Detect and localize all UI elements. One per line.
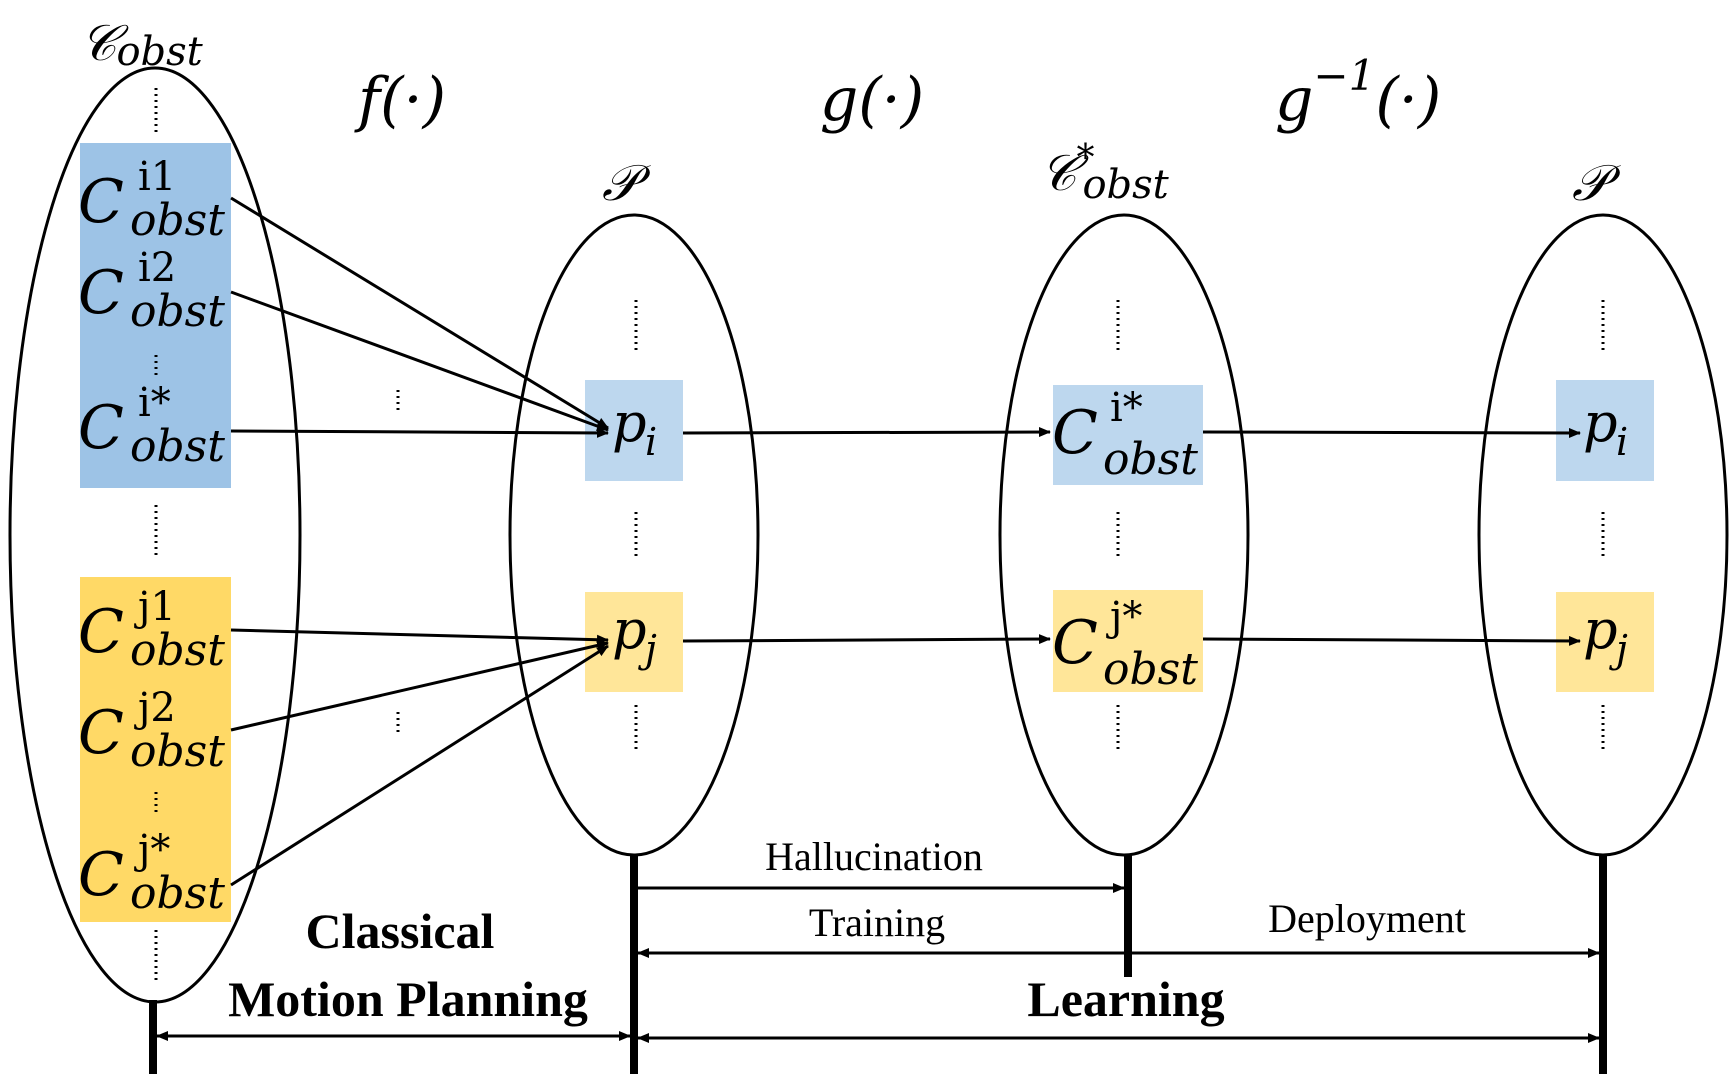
box-c-obst-j-star xyxy=(1053,590,1203,692)
blue-group-box-c-obst-i xyxy=(80,143,231,488)
arrow-p-i-to-c-star-i xyxy=(682,427,1051,438)
yellow-group-box-c-obst-j xyxy=(80,577,231,922)
function-g-inverse-label: g−1(·) xyxy=(1275,51,1441,135)
svg-text:i*: i* xyxy=(138,380,171,426)
label-training: Training xyxy=(809,900,945,945)
vertical-stems xyxy=(149,854,1607,1074)
svg-text:i1: i1 xyxy=(138,154,176,200)
c-obst-star-i: C i* obst xyxy=(1052,385,1198,485)
p-i-set1: p i xyxy=(612,391,657,464)
label-hallucination: Hallucination xyxy=(765,834,983,879)
c-obst-star-j: C j* obst xyxy=(1052,594,1198,695)
svg-text:i2: i2 xyxy=(138,245,176,291)
arrow-c-i1-to-p-i xyxy=(230,196,609,430)
c-obst-i1: C i1 obst xyxy=(78,154,225,246)
svg-text:C: C xyxy=(78,597,124,667)
c-obst-star-set-title: 𝒞*obst xyxy=(1040,138,1170,208)
arrow-c-j2-to-p-j xyxy=(230,640,609,732)
timeline-arrows xyxy=(156,883,1600,1043)
ellipse-p-set2 xyxy=(1477,213,1729,857)
box-c-obst-i-star xyxy=(1053,385,1203,485)
svg-text:i*: i* xyxy=(1110,385,1143,431)
svg-text:j2: j2 xyxy=(134,685,176,731)
arrow-p-j-to-c-star-j xyxy=(682,634,1051,645)
p-i-set2: p i xyxy=(1583,391,1628,464)
arrow-c-istar-to-p-i xyxy=(230,427,609,438)
svg-text:obst: obst xyxy=(130,195,225,246)
svg-text:obst: obst xyxy=(130,286,225,337)
arrow-c-jstar-to-p-j xyxy=(230,644,609,887)
svg-text:obst: obst xyxy=(130,421,225,472)
svg-text:C: C xyxy=(78,258,124,328)
svg-text:C: C xyxy=(1052,608,1098,678)
arrow-c-star-j-to-p-j xyxy=(1202,635,1581,646)
arrow-c-star-i-to-p-i xyxy=(1202,427,1581,438)
dotted-ellipsis-group xyxy=(154,88,1605,980)
svg-text:p: p xyxy=(612,391,647,454)
c-obst-i2: C i2 obst xyxy=(78,245,225,337)
label-motion-planning: Motion Planning xyxy=(228,971,588,1027)
c-obst-j2: C j2 obst xyxy=(78,685,225,777)
p-set-title-2: 𝒫 xyxy=(1572,154,1621,212)
svg-text:i: i xyxy=(645,420,657,464)
svg-text:C: C xyxy=(78,840,124,910)
svg-text:obst: obst xyxy=(130,726,225,777)
svg-text:C: C xyxy=(78,698,124,768)
svg-text:C: C xyxy=(1052,398,1098,468)
arrow-c-j1-to-p-j xyxy=(230,628,609,645)
svg-text:j*: j* xyxy=(1106,594,1142,640)
svg-text:p: p xyxy=(612,598,647,661)
label-deployment: Deployment xyxy=(1268,896,1466,941)
svg-text:j1: j1 xyxy=(134,584,176,630)
c-obst-i-star: C i* obst xyxy=(78,380,225,472)
svg-text:i: i xyxy=(1616,420,1628,464)
label-classical: Classical xyxy=(306,903,495,959)
arrow-c-i2-to-p-i xyxy=(230,290,609,432)
svg-text:p: p xyxy=(1583,391,1618,454)
svg-text:C: C xyxy=(78,167,124,237)
function-f-label: f(·) xyxy=(354,65,446,135)
label-learning: Learning xyxy=(1027,971,1224,1027)
svg-text:C: C xyxy=(78,393,124,463)
svg-text:obst: obst xyxy=(130,868,225,919)
ellipse-c-obst-star xyxy=(998,213,1250,857)
mapping-arrows xyxy=(230,196,1581,887)
svg-text:p: p xyxy=(1583,598,1618,661)
c-obst-j1: C j1 obst xyxy=(78,584,225,676)
svg-text:obst: obst xyxy=(1103,644,1198,695)
c-obst-set-title: 𝒞obst xyxy=(80,14,204,75)
p-set-title-1: 𝒫 xyxy=(602,154,651,212)
p-j-set2: p j xyxy=(1583,598,1628,671)
svg-text:obst: obst xyxy=(1103,434,1198,485)
function-g-label: g(·) xyxy=(820,65,924,135)
ellipse-p-set1 xyxy=(508,213,760,857)
c-obst-j-star: C j* obst xyxy=(78,827,225,919)
p-j-set1: p j xyxy=(612,598,657,671)
svg-text:obst: obst xyxy=(130,625,225,676)
svg-text:j*: j* xyxy=(134,827,170,873)
